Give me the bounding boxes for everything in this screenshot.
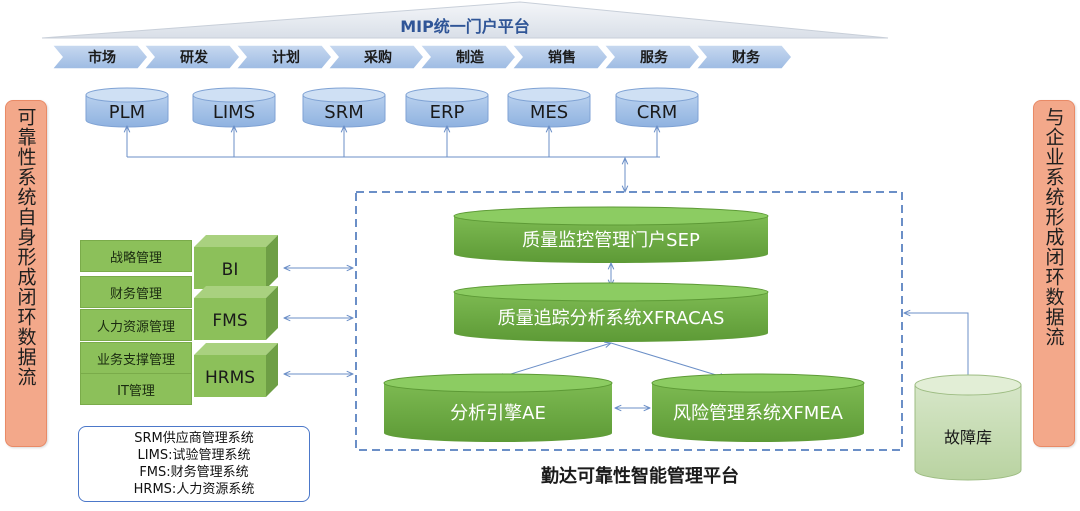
portal-tab-shape (602, 44, 701, 70)
portal-tab-shape (50, 44, 149, 70)
portal-tab-shape (510, 44, 609, 70)
legend-box: SRM供应商管理系统 LIMS:试验管理系统 FMS:财务管理系统 HRMS:人… (78, 426, 310, 502)
business-block-label: HRMS (205, 368, 255, 388)
legend-item-hrms: HRMS:人力资源系统 (133, 482, 255, 497)
system-label: SRM (324, 102, 363, 123)
portal-tab-label: 市场 (88, 49, 116, 66)
system-label: ERP (430, 102, 465, 123)
system-label: CRM (637, 102, 678, 123)
legend-item-lims: LIMS:试验管理系统 (137, 448, 251, 463)
portal-roof (41, 1, 889, 39)
platform-xfmea: 风险管理系统XFMEA (651, 373, 865, 442)
business-layer-item: 业务支撑管理 (80, 342, 192, 374)
system-label: MES (530, 102, 568, 123)
business-block-bi: BI (194, 235, 278, 289)
right-banner-text: 与企业系统形成闭环数据流 (1042, 107, 1065, 347)
fault-db: 故障库 (914, 374, 1022, 481)
ae-label: 分析引擎AE (450, 403, 546, 424)
portal-tab-label: 销售 (548, 49, 576, 66)
system-cylinder-lims: LIMS (192, 87, 276, 128)
portal-tab-shape (694, 44, 793, 70)
xfmea-label: 风险管理系统XFMEA (673, 403, 844, 424)
business-layer-item: IT管理 (80, 373, 192, 405)
left-banner: 可靠性系统自身形成闭环数据流 (5, 100, 47, 447)
sep-label: 质量监控管理门户SEP (522, 230, 700, 251)
business-block-fms: FMS (194, 286, 278, 340)
portal-tab-shape (142, 44, 241, 70)
portal-tab-label: 研发 (180, 49, 209, 66)
business-layer-item: 财务管理 (80, 276, 192, 308)
system-cylinder-mes: MES (507, 87, 591, 128)
business-block-hrms: HRMS (194, 343, 278, 397)
xfracas-label: 质量追踪分析系统XFRACAS (498, 308, 725, 329)
portal-tabs: 市场 研发 计划 采购 制造 销售 服务 财务 (50, 44, 793, 70)
system-cylinder-crm: CRM (615, 87, 699, 128)
business-layer-item: 战略管理 (80, 240, 192, 272)
system-cylinder-plm: PLM (85, 87, 169, 128)
portal-tab-shape (418, 44, 517, 70)
portal-tab-label: 服务 (640, 49, 669, 66)
portal-tab-shape (234, 44, 333, 70)
right-banner: 与企业系统形成闭环数据流 (1033, 100, 1075, 447)
business-blocks: BI FMS HRMS (194, 235, 278, 397)
system-cylinder-erp: ERP (405, 87, 489, 128)
portal-title: MIP统一门户平台 (400, 17, 530, 36)
legend-item-fms: FMS:财务管理系统 (139, 465, 249, 480)
platform-xfracas: 质量追踪分析系统XFRACAS (453, 282, 769, 342)
portal-tab-label: 财务 (731, 49, 761, 66)
fault-db-label: 故障库 (944, 428, 992, 447)
platform-sep: 质量监控管理门户SEP (453, 206, 769, 263)
system-label: PLM (109, 102, 145, 123)
legend-item-srm: SRM供应商管理系统 (134, 431, 254, 446)
portal-tab-label: 制造 (456, 49, 484, 66)
portal-tab-shape (326, 44, 425, 70)
portal-tab-label: 采购 (363, 49, 392, 66)
portal-tab-label: 计划 (272, 49, 300, 66)
system-label: LIMS (213, 102, 255, 123)
system-cylinder-srm: SRM (302, 87, 386, 128)
business-block-label: FMS (212, 311, 247, 331)
platform-boundary (355, 191, 903, 451)
business-block-label: BI (222, 260, 239, 280)
business-layer-item: 人力资源管理 (80, 309, 192, 341)
system-cylinders: PLM LIMS SRM ERP MES CRM (85, 87, 699, 128)
platform-ae: 分析引擎AE (383, 373, 613, 442)
platform-title: 勤达可靠性智能管理平台 (541, 466, 739, 487)
left-banner-text: 可靠性系统自身形成闭环数据流 (14, 107, 37, 387)
